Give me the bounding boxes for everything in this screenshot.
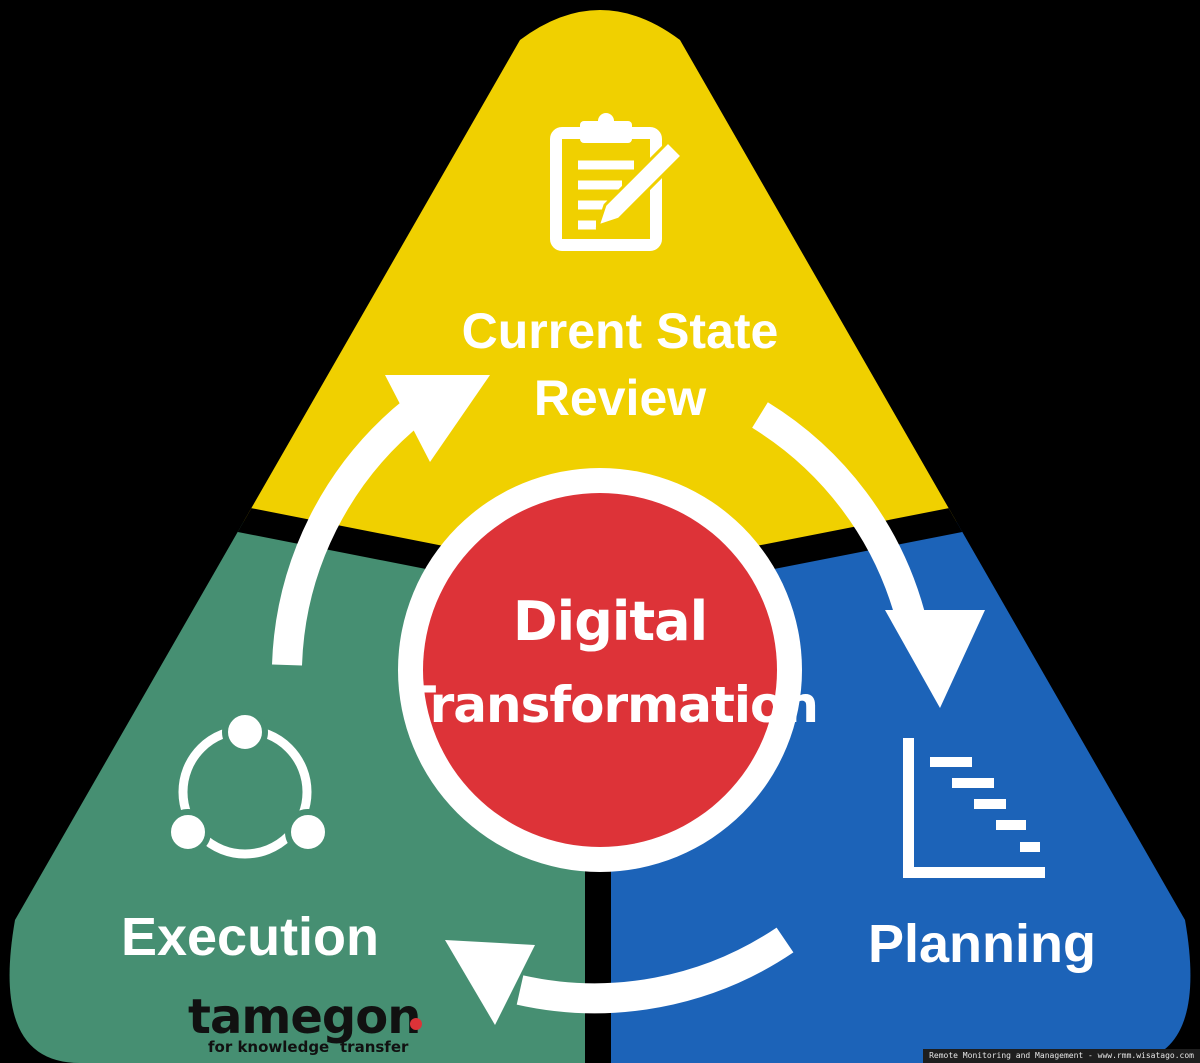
logo-dot [410, 1018, 422, 1030]
arrow-planning-to-execution [516, 927, 794, 1014]
share-nodes-icon [165, 709, 331, 859]
arrowhead-top-left [385, 375, 490, 462]
execution-title: Execution [121, 907, 379, 967]
gantt-chart-icon [903, 738, 1045, 878]
watermark-credit: Remote Monitoring and Management - www.r… [923, 1049, 1200, 1063]
arrowhead-bottom [445, 940, 535, 1025]
clipboard-pencil-icon [550, 113, 685, 251]
cycle-arrows [272, 398, 925, 1014]
arrow-execution-to-review [272, 398, 425, 666]
logo-tagline-right: transfer [340, 1038, 409, 1056]
arrowhead-right [885, 610, 985, 708]
planning-title: Planning [868, 914, 1096, 974]
center-hub: Digital Transformation [398, 468, 819, 872]
logo-wordmark: tamegon [188, 989, 420, 1045]
center-title-line2: Transformation [402, 676, 818, 734]
logo-tagline-left: for knowledge [208, 1038, 329, 1056]
review-title-line1: Current State [462, 303, 779, 359]
review-title-line2: Review [534, 370, 706, 426]
arrow-review-to-planning [752, 402, 925, 620]
tamegon-logo: tamegon for knowledge transfer [188, 989, 422, 1056]
center-title-line1: Digital [513, 590, 707, 653]
cycle-arrowheads [385, 375, 985, 1025]
center-circle [423, 493, 777, 847]
